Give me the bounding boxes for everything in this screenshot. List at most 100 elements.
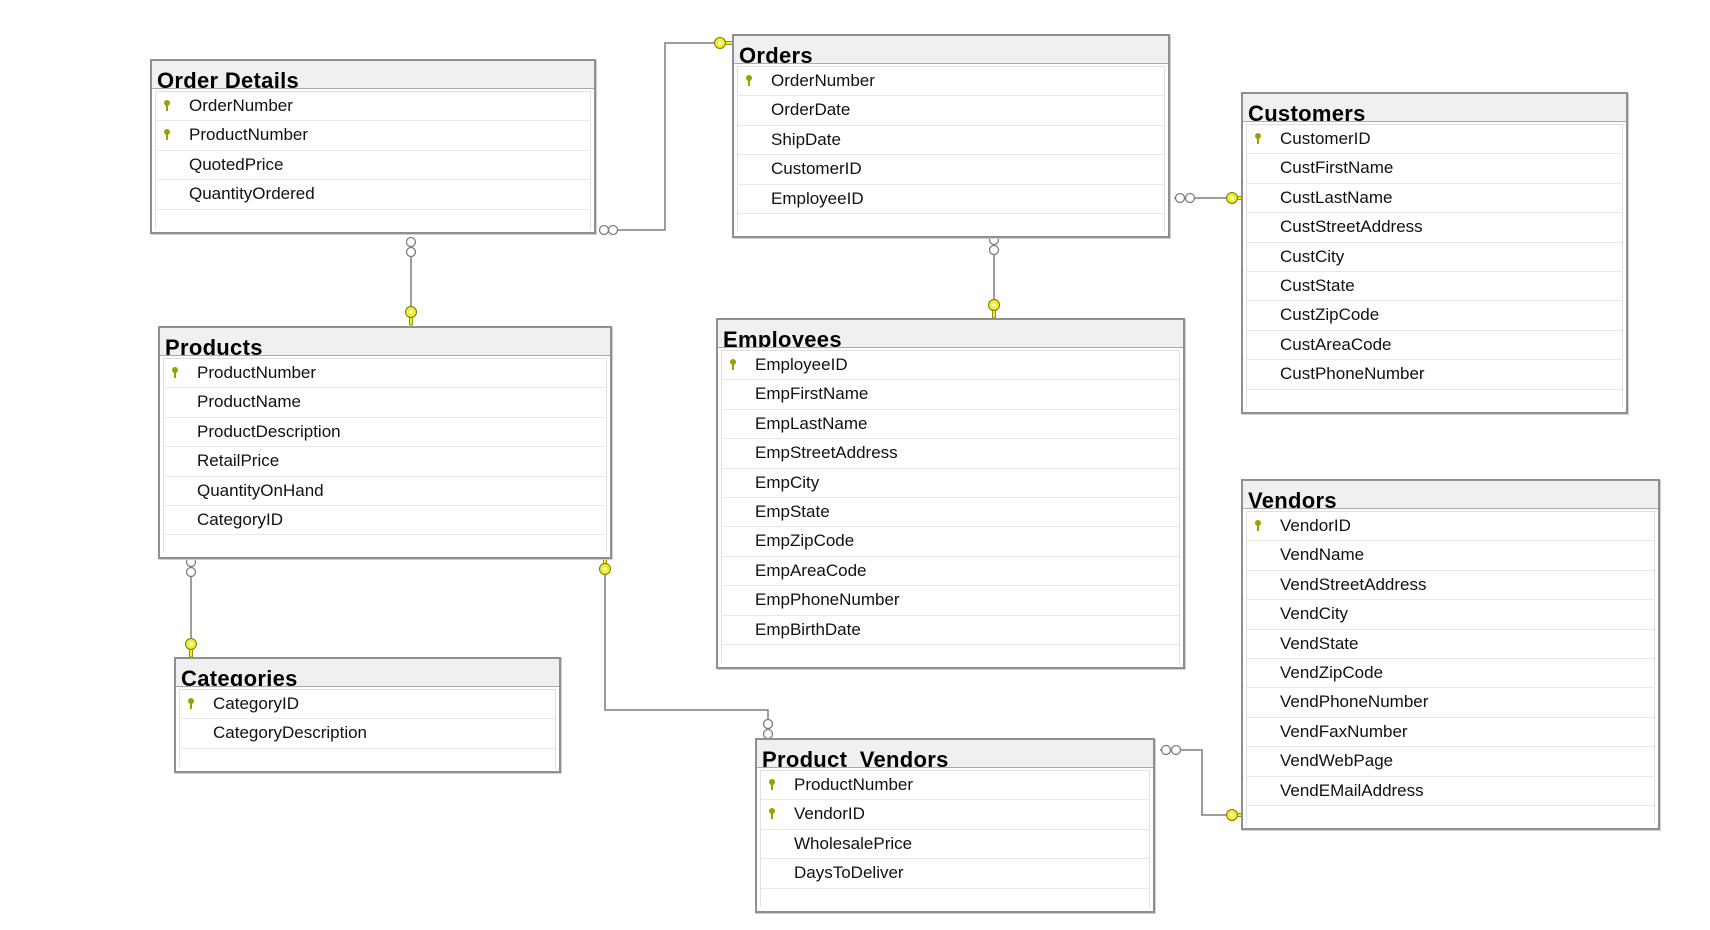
field-list-padding xyxy=(738,214,1164,232)
field-name: CategoryID xyxy=(197,509,283,529)
field-row[interactable]: ShipDate xyxy=(738,126,1164,156)
relationship-order-details-to-products[interactable] xyxy=(405,236,417,326)
field-name: EmpBirthDate xyxy=(755,619,861,639)
table-title[interactable]: Product_Vendors xyxy=(757,740,1153,768)
field-row[interactable]: CategoryID xyxy=(180,690,555,720)
primary-key-icon xyxy=(172,367,178,378)
key-end-icon xyxy=(988,299,1000,319)
many-end-icon xyxy=(1174,192,1196,204)
relationship-order-details-to-orders[interactable] xyxy=(598,37,734,236)
field-name: VendPhoneNumber xyxy=(1280,692,1429,712)
relationship-orders-to-customers[interactable] xyxy=(1174,192,1246,204)
table-title[interactable]: Employees xyxy=(718,320,1183,348)
field-row[interactable]: CustState xyxy=(1247,272,1622,302)
field-row[interactable]: EmployeeID xyxy=(722,351,1179,381)
field-row[interactable]: VendWebPage xyxy=(1247,747,1654,777)
many-end-icon xyxy=(598,224,619,236)
field-row[interactable]: QuantityOrdered xyxy=(156,180,590,210)
field-row[interactable]: CustLastName xyxy=(1247,184,1622,214)
table-title[interactable]: Customers xyxy=(1243,94,1626,122)
field-row[interactable]: QuotedPrice xyxy=(156,151,590,181)
field-row[interactable]: EmpStreetAddress xyxy=(722,439,1179,469)
field-row[interactable]: EmpFirstName xyxy=(722,380,1179,410)
field-row[interactable]: EmpState xyxy=(722,498,1179,528)
field-row[interactable]: QuantityOnHand xyxy=(164,477,606,506)
field-row[interactable]: VendStreetAddress xyxy=(1247,571,1654,601)
field-row[interactable]: CustomerID xyxy=(738,155,1164,185)
field-name: CustAreaCode xyxy=(1280,334,1392,354)
relationship-orders-to-employees[interactable] xyxy=(988,234,1000,319)
field-row[interactable]: ProductNumber xyxy=(761,771,1149,801)
field-row[interactable]: CategoryID xyxy=(164,506,606,536)
field-name: VendState xyxy=(1280,633,1359,653)
field-row[interactable]: VendorID xyxy=(761,800,1149,830)
field-row[interactable]: CustPhoneNumber xyxy=(1247,360,1622,390)
field-row[interactable]: DaysToDeliver xyxy=(761,859,1149,889)
key-end-icon xyxy=(714,37,734,49)
table-title[interactable]: Order Details xyxy=(152,61,594,89)
field-row[interactable]: VendorID xyxy=(1247,512,1654,542)
field-row[interactable]: EmpAreaCode xyxy=(722,557,1179,587)
field-name: CustZipCode xyxy=(1280,305,1380,325)
field-row[interactable]: EmployeeID xyxy=(738,185,1164,214)
table-title[interactable]: Vendors xyxy=(1243,481,1658,509)
field-row[interactable]: VendPhoneNumber xyxy=(1247,688,1654,718)
table-title[interactable]: Products xyxy=(160,328,610,356)
field-row[interactable]: CustZipCode xyxy=(1247,301,1622,331)
relationship-products-to-categories[interactable] xyxy=(185,556,197,658)
field-row[interactable]: OrderDate xyxy=(738,96,1164,126)
field-name: CustomerID xyxy=(771,159,862,179)
field-row[interactable]: VendState xyxy=(1247,630,1654,659)
field-row[interactable]: VendZipCode xyxy=(1247,659,1654,689)
field-row[interactable]: CustStreetAddress xyxy=(1247,213,1622,243)
field-name: QuotedPrice xyxy=(189,154,284,174)
field-row[interactable]: VendEMailAddress xyxy=(1247,777,1654,806)
field-row[interactable]: EmpBirthDate xyxy=(722,616,1179,645)
field-row[interactable]: ProductNumber xyxy=(164,359,606,389)
field-row[interactable]: CustFirstName xyxy=(1247,154,1622,184)
many-end-icon xyxy=(762,718,774,740)
field-row[interactable]: EmpLastName xyxy=(722,410,1179,440)
table-title[interactable]: Orders xyxy=(734,36,1168,64)
field-name: WholesalePrice xyxy=(794,833,913,853)
field-row[interactable]: ProductDescription xyxy=(164,418,606,448)
field-row[interactable]: ProductNumber xyxy=(156,121,590,151)
field-row[interactable]: VendFaxNumber xyxy=(1247,718,1654,748)
field-row[interactable]: VendCity xyxy=(1247,600,1654,630)
table-title[interactable]: Categories xyxy=(176,659,559,687)
field-name: OrderNumber xyxy=(771,71,875,90)
field-row[interactable]: CustCity xyxy=(1247,243,1622,272)
field-row[interactable]: CustAreaCode xyxy=(1247,331,1622,361)
field-name: VendorID xyxy=(794,804,865,824)
field-row[interactable]: CustomerID xyxy=(1247,125,1622,155)
many-end-icon xyxy=(1160,744,1182,756)
field-name: EmpState xyxy=(755,501,830,521)
field-name: VendWebPage xyxy=(1280,751,1394,771)
field-name: ProductNumber xyxy=(197,363,317,382)
field-row[interactable]: VendName xyxy=(1247,541,1654,571)
field-row[interactable]: EmpZipCode xyxy=(722,527,1179,557)
field-row[interactable]: OrderNumber xyxy=(156,92,590,122)
field-row[interactable]: CategoryDescription xyxy=(180,719,555,749)
field-row[interactable]: EmpPhoneNumber xyxy=(722,586,1179,616)
field-row[interactable]: OrderNumber xyxy=(738,67,1164,97)
field-row[interactable]: EmpCity xyxy=(722,469,1179,498)
primary-key-icon xyxy=(769,779,775,790)
field-name: EmployeeID xyxy=(755,355,848,374)
field-row[interactable]: WholesalePrice xyxy=(761,830,1149,860)
field-name: OrderDate xyxy=(771,100,851,120)
field-row[interactable]: RetailPrice xyxy=(164,447,606,477)
relationship-product-vendors-to-vendors[interactable] xyxy=(1160,744,1246,821)
field-row[interactable]: ProductName xyxy=(164,388,606,418)
